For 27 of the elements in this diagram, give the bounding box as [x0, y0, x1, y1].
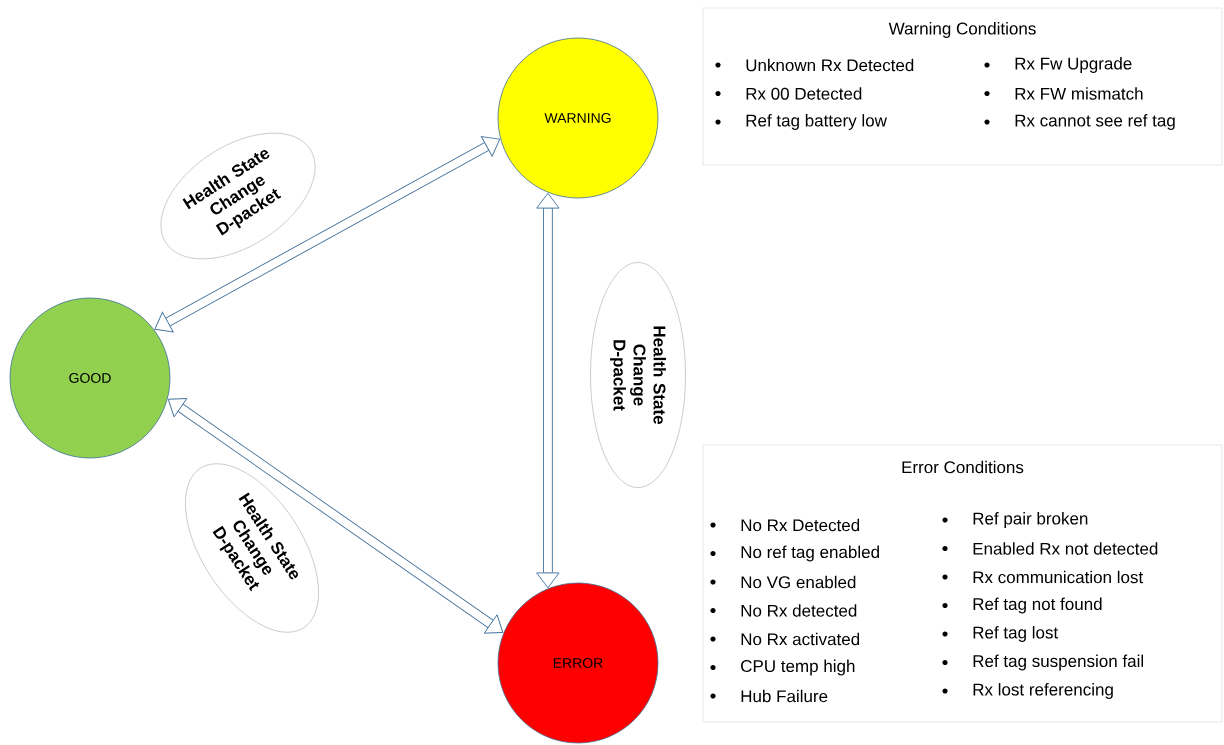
panel-heading: Error Conditions [902, 460, 1024, 474]
bullet-item: No Rx detected [710, 604, 857, 617]
double-arrow [167, 398, 504, 634]
bullet-item: Hub Failure [710, 689, 828, 703]
bullet-item: Ref tag suspension fail [942, 654, 1143, 671]
panel-heading: Warning Conditions [888, 22, 1036, 38]
bullet-item: Ref tag not found [942, 597, 1102, 614]
bullet-item: Rx cannot see ref tag [984, 114, 1175, 130]
double-arrow [154, 136, 501, 333]
double-arrow [536, 192, 560, 589]
bullet-item: Ref tag battery low [715, 114, 887, 130]
conditions-panel [702, 7, 1223, 166]
bullet-item: No Rx activated [710, 632, 860, 646]
bullet-item: Enabled Rx not detected [942, 542, 1158, 555]
bullet-item: Rx lost referencing [942, 683, 1113, 699]
bullet-item: Ref tag lost [942, 626, 1059, 642]
bullet-item: No Rx Detected [710, 518, 860, 532]
bullet-item: No ref tag enabled [710, 545, 879, 562]
bullet-item: Unknown Rx Detected [715, 58, 914, 72]
bullet-item: Rx 00 Detected [715, 87, 862, 100]
bullet-item: Ref pair broken [942, 512, 1088, 528]
conditions-panel [702, 444, 1223, 723]
bullet-item: Rx communication lost [942, 570, 1144, 584]
bullet-item: CPU temp high [710, 659, 855, 676]
bullet-item: Rx Fw Upgrade [984, 57, 1132, 73]
bullet-item: Rx FW mismatch [984, 87, 1143, 100]
bullet-item: No VG enabled [710, 575, 856, 589]
